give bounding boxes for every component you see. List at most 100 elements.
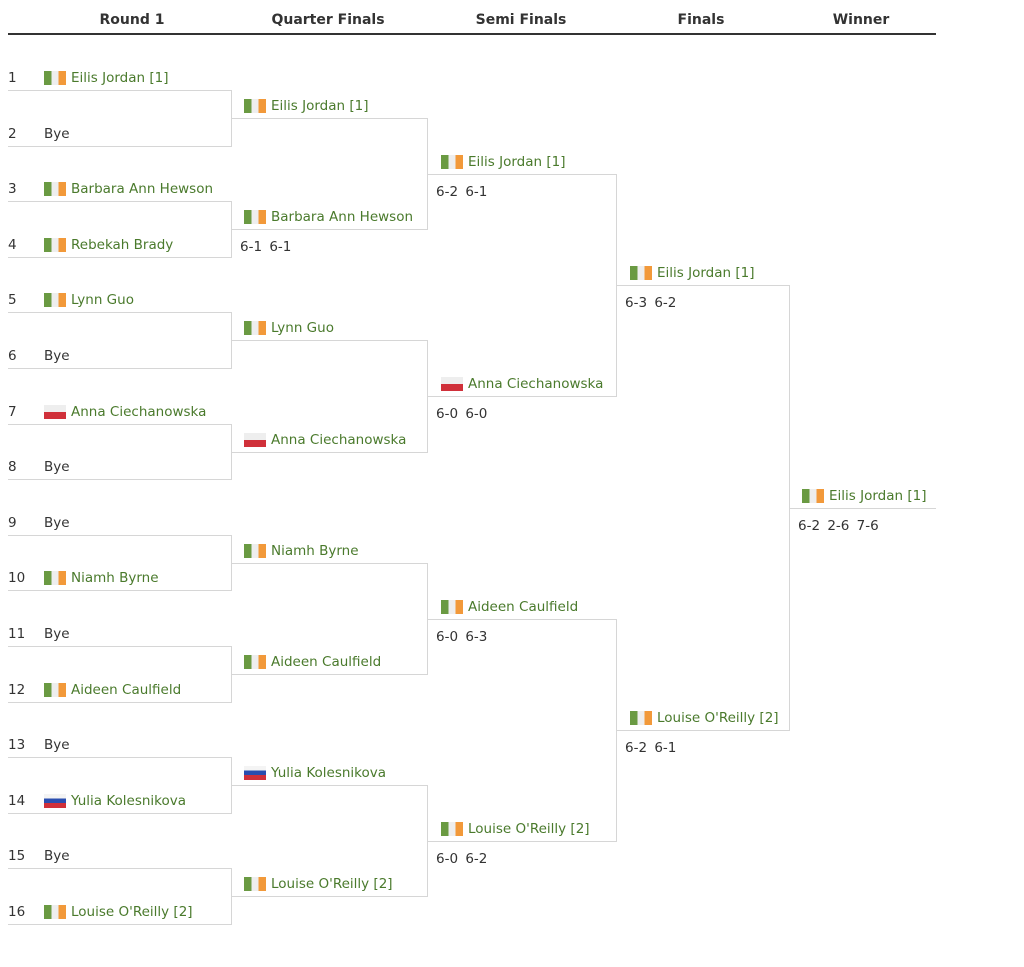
player-link[interactable]: Eilis Jordan [1] xyxy=(468,154,566,170)
quarter_finals-slot: Yulia Kolesnikova xyxy=(244,763,386,783)
player-link[interactable]: Niamh Byrne xyxy=(271,543,359,559)
bye-label: Bye xyxy=(44,126,70,142)
draw-number: 15 xyxy=(8,848,26,864)
player-link[interactable]: Lynn Guo xyxy=(71,292,134,308)
quarter_finals-slot: Barbara Ann Hewson xyxy=(244,207,413,227)
draw-number: 8 xyxy=(8,459,17,475)
r1-line xyxy=(8,424,231,425)
flag-ie-icon xyxy=(44,905,66,919)
r1-line xyxy=(8,868,231,869)
draw-number: 10 xyxy=(8,570,26,586)
player-link[interactable]: Rebekah Brady xyxy=(71,237,174,253)
player-link[interactable]: Barbara Ann Hewson xyxy=(271,209,414,225)
flag-ie-icon xyxy=(630,266,652,280)
player-link[interactable]: Louise O'Reilly [2] xyxy=(271,876,393,892)
r1-line xyxy=(8,201,231,202)
r1-slot: 10 Niamh Byrne xyxy=(8,568,159,588)
player-link[interactable]: Aideen Caulfield xyxy=(468,599,579,615)
r1-slot: 7 Anna Ciechanowska xyxy=(8,402,206,422)
flag-ie-icon xyxy=(244,210,266,224)
semi_finals-connector xyxy=(616,619,617,842)
player-link[interactable]: Eilis Jordan [1] xyxy=(657,265,755,281)
r1-line xyxy=(8,257,231,258)
player-link[interactable]: Barbara Ann Hewson xyxy=(71,181,214,197)
match-score: 6-2 6-1 xyxy=(625,740,677,756)
draw-number: 7 xyxy=(8,404,17,420)
header-quarter-finals: Quarter Finals xyxy=(271,12,385,28)
match-score: 6-0 6-2 xyxy=(436,851,488,867)
player-link[interactable]: Eilis Jordan [1] xyxy=(829,488,927,504)
r1-connector xyxy=(231,90,232,147)
player-link[interactable]: Louise O'Reilly [2] xyxy=(468,821,590,837)
header-round-1: Round 1 xyxy=(99,12,165,28)
draw-number: 6 xyxy=(8,348,17,364)
quarter_finals-line xyxy=(232,340,427,341)
bye-label: Bye xyxy=(44,626,70,642)
player-link[interactable]: Yulia Kolesnikova xyxy=(271,765,387,781)
quarter_finals-slot: Aideen Caulfield xyxy=(244,652,381,672)
header-rule xyxy=(8,33,936,35)
finals-line xyxy=(617,285,789,286)
flag-ie-icon xyxy=(44,238,66,252)
semi_finals-line xyxy=(428,396,616,397)
r1-line xyxy=(8,312,231,313)
r1-connector xyxy=(231,535,232,591)
quarter_finals-connector xyxy=(427,785,428,897)
player-link[interactable]: Eilis Jordan [1] xyxy=(71,70,169,86)
player-link[interactable]: Louise O'Reilly [2] xyxy=(71,904,193,920)
winner-slot: Eilis Jordan [1] xyxy=(802,486,926,506)
player-link[interactable]: Yulia Kolesnikova xyxy=(71,793,187,809)
player-link[interactable]: Anna Ciechanowska xyxy=(468,376,604,392)
semi_finals-slot: Aideen Caulfield xyxy=(441,597,578,617)
player-link[interactable]: Louise O'Reilly [2] xyxy=(657,710,779,726)
quarter_finals-line xyxy=(232,896,427,897)
r1-line xyxy=(8,479,231,480)
flag-ie-icon xyxy=(244,99,266,113)
r1-slot: 2 Bye xyxy=(8,124,70,144)
quarter_finals-connector xyxy=(427,340,428,453)
semi_finals-slot: Anna Ciechanowska xyxy=(441,374,603,394)
semi_finals-slot: Louise O'Reilly [2] xyxy=(441,819,590,839)
flag-ie-icon xyxy=(441,155,463,169)
r1-line xyxy=(8,924,231,925)
flag-ie-icon xyxy=(244,544,266,558)
player-link[interactable]: Aideen Caulfield xyxy=(271,654,382,670)
r1-line xyxy=(8,757,231,758)
r1-connector xyxy=(231,312,232,369)
player-link[interactable]: Anna Ciechanowska xyxy=(271,432,407,448)
quarter_finals-slot: Anna Ciechanowska xyxy=(244,430,406,450)
player-link[interactable]: Lynn Guo xyxy=(271,320,334,336)
flag-ie-icon xyxy=(44,182,66,196)
flag-pl-icon xyxy=(441,377,463,391)
match-score: 6-0 6-3 xyxy=(436,629,488,645)
r1-line xyxy=(8,90,231,91)
match-score: 6-0 6-0 xyxy=(436,406,488,422)
draw-number: 16 xyxy=(8,904,26,920)
draw-number: 13 xyxy=(8,737,26,753)
draw-number: 2 xyxy=(8,126,17,142)
player-link[interactable]: Eilis Jordan [1] xyxy=(271,98,369,114)
draw-number: 9 xyxy=(8,515,17,531)
r1-line xyxy=(8,702,231,703)
header-winner: Winner xyxy=(832,12,890,28)
flag-ie-icon xyxy=(44,683,66,697)
quarter_finals-line xyxy=(232,563,427,564)
r1-line xyxy=(8,590,231,591)
player-link[interactable]: Niamh Byrne xyxy=(71,570,159,586)
flag-ie-icon xyxy=(244,321,266,335)
player-link[interactable]: Anna Ciechanowska xyxy=(71,404,207,420)
flag-ie-icon xyxy=(244,877,266,891)
player-link[interactable]: Aideen Caulfield xyxy=(71,682,182,698)
flag-ie-icon xyxy=(44,293,66,307)
semi_finals-line xyxy=(428,174,616,175)
semi_finals-slot: Eilis Jordan [1] xyxy=(441,152,565,172)
draw-number: 1 xyxy=(8,70,17,86)
flag-ie-icon xyxy=(630,711,652,725)
